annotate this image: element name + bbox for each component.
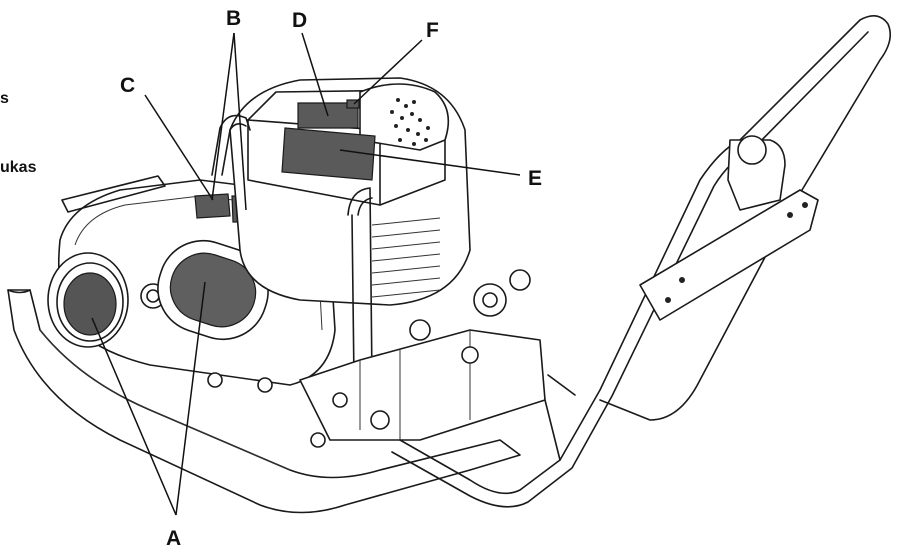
leader-c: [144, 94, 214, 201]
side-text-2: ukas: [0, 159, 37, 176]
leader-d: [301, 32, 329, 117]
leader-b: [233, 32, 247, 211]
leader-a1: [91, 317, 177, 516]
leader-lines: [91, 32, 521, 516]
leader-f: [353, 39, 423, 105]
cap-dots: [390, 98, 430, 146]
base-plate: [7, 289, 521, 514]
callout-e: E: [528, 167, 543, 190]
callout-a: A: [166, 527, 182, 550]
callout-c: C: [120, 74, 136, 97]
leader-a2: [175, 281, 206, 516]
side-text-1: s: [0, 90, 9, 107]
handle: [391, 15, 891, 508]
round-cover: [47, 252, 129, 348]
lifting-frame: [211, 114, 373, 381]
leader-e: [339, 149, 521, 176]
mount-section: [207, 269, 546, 448]
callout-b: B: [226, 7, 242, 30]
callout-f: F: [426, 19, 439, 42]
leader-b2: [211, 32, 235, 201]
callout-d: D: [292, 9, 308, 32]
